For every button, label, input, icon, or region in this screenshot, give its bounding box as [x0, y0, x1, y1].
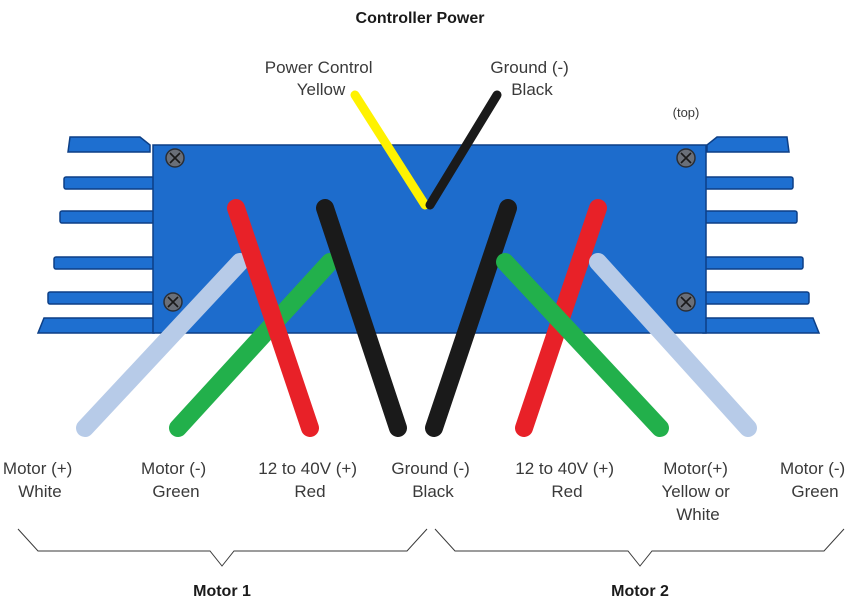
left-heatsink	[36, 136, 155, 334]
wire-label: Motor(+) Yellow or White	[661, 459, 734, 524]
power-ground-wire	[425, 90, 502, 210]
motor1-motor-minus-wire	[169, 253, 339, 437]
screw-icon	[165, 148, 185, 168]
motor2-ground-wire	[425, 199, 517, 437]
wire-label: Motor (-) Green	[780, 459, 850, 501]
screw-icon	[676, 148, 696, 168]
controller-body	[152, 144, 707, 334]
motor2-motor-minus-wire	[589, 253, 757, 437]
motor2-brace	[434, 528, 845, 567]
wire-label: Motor (-) Green	[141, 459, 211, 501]
wire-label: Ground (-) Black	[391, 459, 474, 501]
diagram-title: Controller Power	[356, 10, 485, 27]
power-ground-label: Ground (-) Black	[490, 58, 573, 99]
screw-icon	[163, 292, 183, 312]
motor2-motor-plus-wire	[496, 253, 669, 437]
wire-label: 12 to 40V (+) Red	[515, 459, 619, 501]
motor1-motor-plus-wire	[76, 253, 249, 437]
top-orientation-note: (top)	[673, 105, 700, 120]
motor1-ground-wire	[316, 199, 407, 437]
screw-icon	[676, 292, 696, 312]
motor1-brace	[17, 528, 428, 567]
motor1-power-red-wire	[227, 199, 319, 437]
power-control-label: Power Control Yellow	[265, 58, 377, 99]
wire-label: 12 to 40V (+) Red	[258, 459, 362, 501]
wire-label: Motor (+) White	[3, 459, 77, 501]
motor1-label: Motor 1	[193, 583, 251, 600]
power-control-wire	[350, 90, 430, 210]
motor2-label: Motor 2	[611, 583, 669, 600]
right-heatsink	[702, 136, 821, 334]
